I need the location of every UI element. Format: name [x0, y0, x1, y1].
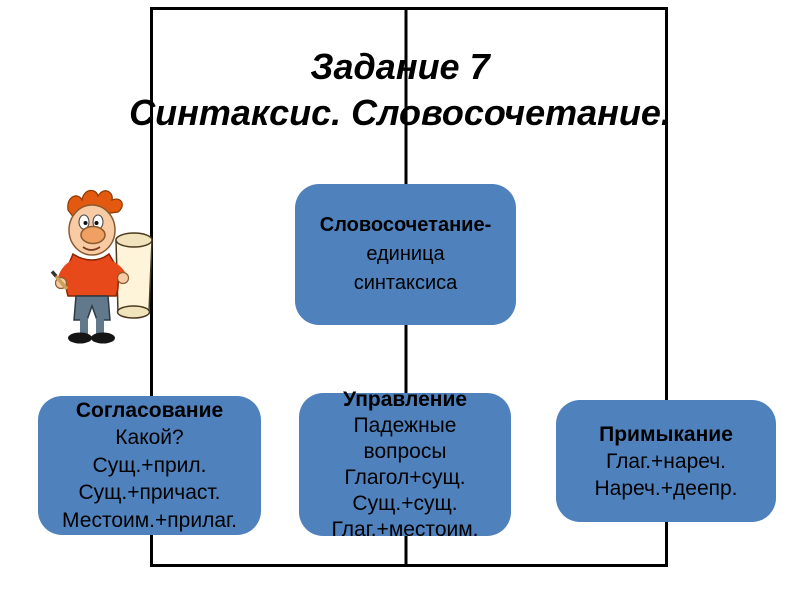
node-adjunction: Примыкание Глаг.+нареч. Нареч.+деепр. — [556, 400, 776, 522]
node-agreement-line: Какой? — [115, 426, 184, 450]
node-government-line: Падежные — [353, 413, 457, 437]
node-government-line: Глаг.+местоим. — [331, 517, 479, 541]
node-government-line: вопросы — [363, 439, 447, 463]
node-agreement: Согласование Какой? Сущ.+прил. Сущ.+прич… — [38, 396, 261, 535]
node-agreement-line: Сущ.+причаст. — [78, 481, 221, 505]
slide-title: Задание 7 Синтаксис. Словосочетание. — [0, 44, 800, 136]
node-agreement-title: Согласование — [75, 398, 224, 422]
node-agreement-line: Сущ.+прил. — [92, 453, 207, 477]
node-government: Управление Падежные вопросы Глагол+сущ. … — [299, 388, 511, 541]
node-government-line: Глагол+сущ. — [344, 465, 466, 489]
node-agreement-line: Местоим.+прилаг. — [62, 508, 237, 532]
title-line-2: Синтаксис. Словосочетание. — [129, 92, 671, 134]
cartoon-man-with-scroll-icon — [50, 189, 153, 344]
node-adjunction-line: Нареч.+деепр. — [594, 476, 738, 500]
node-adjunction-title: Примыкание — [599, 422, 733, 446]
node-definition-title: Словосочетание- — [319, 214, 492, 236]
node-definition: Словосочетание- единица синтаксиса — [295, 184, 516, 325]
node-government-line: Сущ.+сущ. — [352, 491, 458, 515]
node-government-title: Управление — [342, 387, 468, 411]
title-line-1: Задание 7 — [310, 46, 490, 87]
node-definition-line: синтаксиса — [353, 272, 458, 294]
node-adjunction-line: Глаг.+нареч. — [605, 449, 727, 473]
node-definition-line: единица — [366, 243, 445, 265]
